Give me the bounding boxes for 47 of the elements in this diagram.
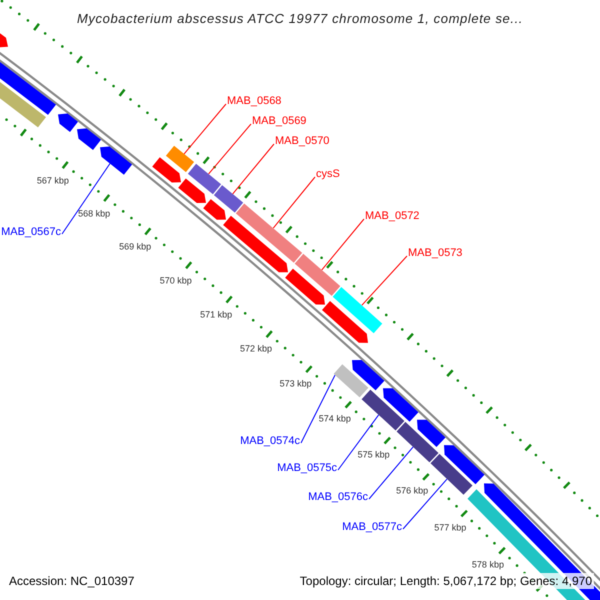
gene-feature xyxy=(362,390,404,430)
scale-label: 571 kbp xyxy=(200,309,232,320)
leader-line xyxy=(208,124,252,174)
gene-label: MAB_0568 xyxy=(227,94,282,108)
gene-feature xyxy=(294,254,340,296)
gene-label: MAB_0572 xyxy=(365,209,420,223)
scale-label: 573 kbp xyxy=(280,378,312,390)
scale-label: 568 kbp xyxy=(78,208,110,220)
gene-label: MAB_0567c xyxy=(1,225,61,239)
scale-label: 570 kbp xyxy=(160,275,192,286)
leader-line xyxy=(300,374,336,444)
gene-label: MAB_0573 xyxy=(408,246,462,260)
gene-label: MAB_0575c xyxy=(277,461,337,475)
gene-feature xyxy=(332,287,382,334)
gene-feature xyxy=(214,185,244,213)
scale-label: 574 kbp xyxy=(318,414,351,425)
gene-feature xyxy=(188,164,222,194)
scale-label: 575 kbp xyxy=(358,450,390,461)
leader-line xyxy=(62,163,110,234)
gene-label: MAB_0570 xyxy=(275,134,330,148)
leader-line xyxy=(338,414,380,470)
leader-line xyxy=(368,446,414,500)
gene-label: MAB_0577c xyxy=(342,520,402,534)
genome-stats-text: Topology: circular; Length: 5,067,172 bp; Genes: 4,970 xyxy=(298,573,594,589)
scale-label: 578 kbp xyxy=(472,559,504,570)
leader-line xyxy=(402,478,448,530)
scale-label: 569 kbp xyxy=(119,241,152,252)
leader-line xyxy=(321,218,364,270)
accession-text: Accession: NC_010397 xyxy=(9,573,134,589)
gene-label: MAB_0569 xyxy=(252,114,306,128)
gene-feature xyxy=(334,364,368,398)
scale-label: 576 kbp xyxy=(396,486,428,497)
gene-feature xyxy=(100,146,132,175)
scale-label: 567 kbp xyxy=(36,175,69,186)
leader-line xyxy=(272,176,316,229)
gene-label: cysS xyxy=(316,167,340,181)
gene-label: MAB_0576c xyxy=(308,490,368,504)
gene-label: MAB_0574c xyxy=(240,434,300,448)
leader-line xyxy=(184,104,226,154)
leader-line xyxy=(232,144,274,194)
gene-feature xyxy=(236,204,302,263)
scale-label: 577 kbp xyxy=(434,522,466,534)
gene-feature xyxy=(396,422,438,462)
gene-feature xyxy=(166,146,194,172)
leader-line xyxy=(361,256,408,306)
gene-feature xyxy=(430,454,472,495)
scale-label: 572 kbp xyxy=(240,344,272,355)
